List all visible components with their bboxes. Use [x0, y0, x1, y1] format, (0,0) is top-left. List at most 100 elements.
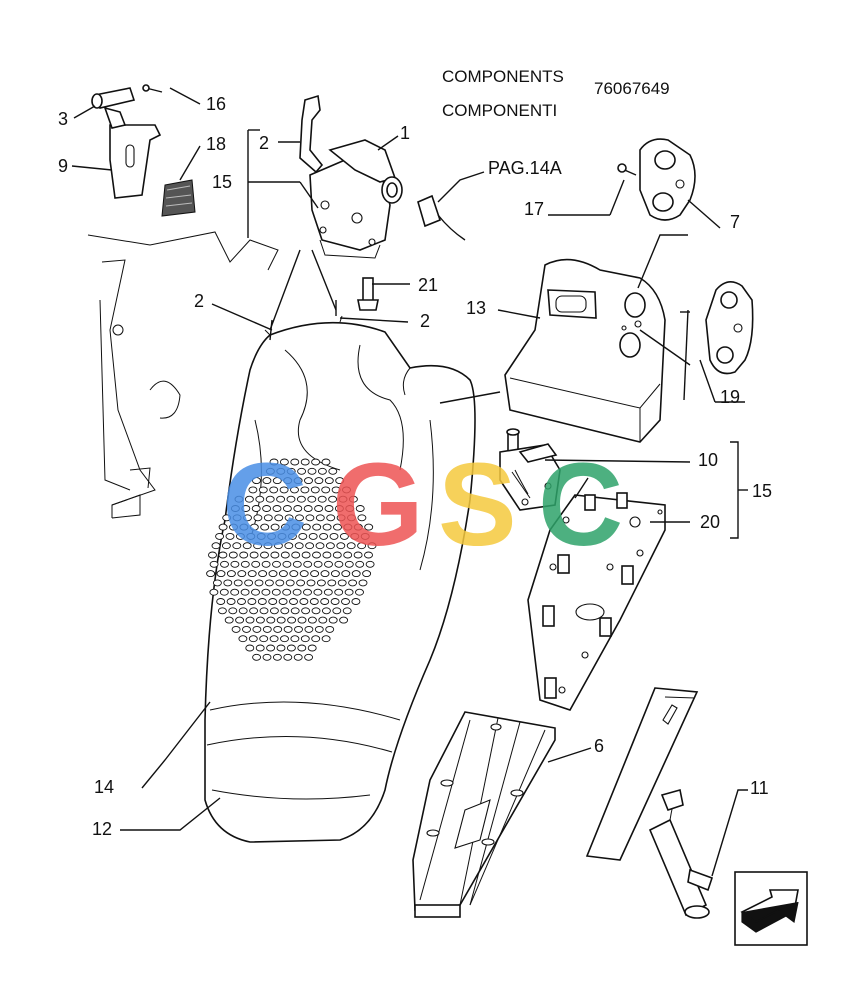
perforation-hole	[285, 579, 295, 587]
perforation-hole	[268, 570, 278, 578]
perforation-hole	[319, 532, 329, 540]
perforation-hole	[300, 635, 310, 643]
perforation-hole	[233, 579, 243, 587]
perforation-hole	[289, 570, 299, 578]
callout-7: 7	[730, 212, 740, 232]
perforation-hole	[360, 532, 370, 540]
perforation-hole	[248, 635, 258, 643]
perforation-hole	[225, 532, 235, 540]
perforation-hole	[297, 644, 307, 652]
perforation-hole	[261, 588, 271, 596]
perforation-hole	[218, 523, 228, 531]
perforation-hole	[255, 495, 265, 503]
perforation-hole	[216, 570, 226, 578]
perforation-hole	[367, 542, 377, 550]
perforation-hole	[256, 532, 266, 540]
perforation-hole	[299, 598, 309, 605]
perforation-hole	[312, 551, 321, 559]
perforation-hole	[292, 588, 302, 596]
perforation-hole	[313, 588, 323, 596]
perforation-hole	[355, 588, 364, 596]
perforation-hole	[365, 560, 375, 568]
perforation-hole	[345, 505, 355, 512]
perforation-hole	[305, 514, 315, 522]
perforation-hole	[270, 551, 280, 559]
perforation-hole	[274, 514, 284, 522]
perforation-hole	[279, 458, 289, 466]
perforation-hole	[252, 477, 261, 485]
perforation-hole	[253, 542, 263, 550]
callout-16: 16	[206, 94, 226, 114]
perforation-hole	[323, 588, 333, 596]
perforation-hole	[329, 532, 339, 540]
perforation-hole	[326, 514, 336, 522]
perforation-hole	[341, 598, 350, 605]
next-page-button[interactable]	[734, 871, 808, 946]
part-6-slide-rail	[412, 711, 556, 918]
perforation-hole	[226, 570, 236, 578]
perforation-hole	[348, 579, 358, 587]
perforation-hole	[280, 551, 290, 559]
perforation-hole	[286, 467, 296, 475]
perforation-hole	[332, 551, 342, 559]
perforation-hole	[342, 486, 351, 494]
perforation-hole	[318, 616, 328, 624]
perforation-hole	[280, 635, 289, 643]
watermark-logo: C G S C	[222, 439, 623, 571]
perforation-hole	[297, 467, 307, 475]
perforation-hole	[292, 560, 302, 568]
perforation-hole	[298, 532, 308, 540]
callout-11: 11	[750, 778, 769, 798]
perforation-hole	[257, 598, 267, 605]
perforation-hole	[258, 486, 268, 494]
callout-12: 12	[92, 819, 112, 839]
perforation-hole	[270, 523, 280, 531]
perforation-hole	[282, 588, 292, 596]
perforation-hole	[212, 579, 222, 587]
perforation-hole	[273, 625, 283, 633]
perforation-hole	[275, 579, 285, 587]
perforation-hole	[221, 542, 231, 550]
perforation-hole	[311, 458, 321, 466]
perforation-hole	[235, 616, 245, 624]
perforation-hole	[337, 579, 347, 587]
perforation-hole	[279, 486, 289, 494]
perforation-hole	[291, 523, 301, 531]
perforation-hole	[333, 523, 342, 531]
perforation-hole	[342, 607, 352, 615]
callout-15-left: 15	[212, 172, 232, 192]
perforation-hole	[334, 505, 344, 512]
perforation-hole	[283, 625, 293, 633]
perforation-hole	[331, 486, 341, 494]
watermark-letter: G	[332, 439, 424, 571]
perforation-hole	[310, 486, 320, 494]
perforation-hole	[237, 598, 246, 605]
part-13-bracket	[504, 258, 666, 443]
part-1-latch	[299, 94, 403, 259]
perforation-hole	[286, 495, 296, 503]
perforation-hole	[325, 542, 335, 550]
perforation-hole	[262, 477, 272, 485]
perforation-hole	[364, 523, 374, 531]
perforation-hole	[218, 551, 228, 559]
perforation-hole	[307, 644, 317, 652]
perforation-hole	[264, 579, 274, 587]
perforation-hole	[208, 551, 217, 559]
perforation-hole	[263, 514, 273, 522]
perforation-hole	[263, 542, 273, 550]
callout-1: 1	[400, 123, 410, 143]
callout-10: 10	[698, 450, 718, 470]
perforation-hole	[266, 616, 276, 624]
perforation-hole	[231, 625, 241, 633]
perforation-hole	[315, 514, 325, 522]
perforation-hole	[346, 542, 356, 550]
perforation-hole	[216, 598, 226, 605]
perforation-hole	[272, 560, 281, 568]
perforation-hole	[320, 598, 330, 605]
perforation-hole	[253, 514, 263, 522]
perforation-hole	[344, 588, 354, 596]
perforation-hole	[238, 635, 248, 643]
perforation-hole	[316, 579, 326, 587]
perforation-hole	[280, 607, 290, 615]
perforation-hole	[230, 505, 240, 512]
